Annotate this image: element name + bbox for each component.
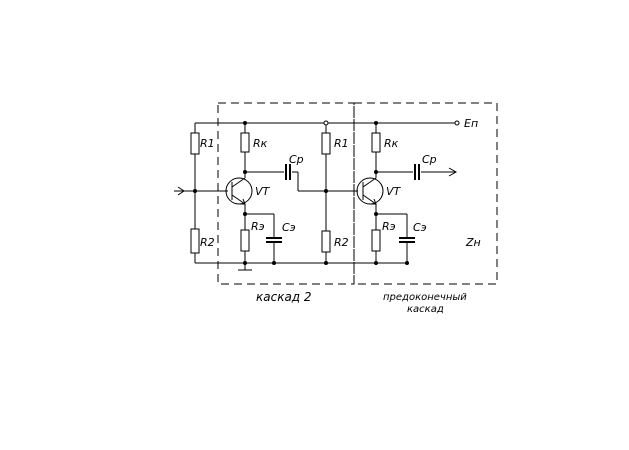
label-load: Zн <box>465 236 481 249</box>
resistor-re-stage1 <box>240 229 250 252</box>
supply-terminal <box>454 120 460 126</box>
transistor-vt-stage2 <box>356 177 384 205</box>
labels: R1 R2 Rк Cр VT Rэ Cэ R1 R2 Rк Cр VT Rэ C… <box>200 117 481 315</box>
label-vt-stage1: VT <box>255 185 271 198</box>
label-supply: Eп <box>464 117 478 130</box>
label-r1-stage1: R1 <box>200 137 215 150</box>
resistor-r2-stage1 <box>190 228 200 254</box>
stage-2 <box>321 120 458 265</box>
label-rk-stage1: Rк <box>253 137 268 150</box>
caption-stage-2: каскад 2 <box>256 290 312 304</box>
caption-pre-final-line1: предоконечный <box>383 292 467 303</box>
stage-1 <box>190 121 358 271</box>
label-re-stage1: Rэ <box>251 220 265 233</box>
label-ce-stage1: Cэ <box>282 221 296 234</box>
label-rk-stage2: Rк <box>384 137 399 150</box>
resistor-re-stage2 <box>371 229 381 252</box>
input-arrow <box>174 186 195 196</box>
label-r2-stage1: R2 <box>200 236 215 249</box>
output-arrow <box>448 167 458 177</box>
label-vt-stage2: VT <box>386 185 402 198</box>
resistor-r2-stage2 <box>321 230 331 253</box>
label-ce-stage2: Cэ <box>413 221 427 234</box>
resistor-r1-stage2 <box>321 132 331 155</box>
resistor-r1-stage1 <box>190 132 200 155</box>
label-cp-stage2: Cр <box>422 153 437 166</box>
label-re-stage2: Rэ <box>382 220 396 233</box>
resistor-rk-stage2 <box>371 132 381 153</box>
resistor-rk-stage1 <box>240 132 250 153</box>
label-r2-stage2: R2 <box>334 236 349 249</box>
stage-2-box <box>217 102 355 285</box>
transistor-vt-stage1 <box>225 177 253 205</box>
stage-boundaries <box>217 102 498 285</box>
label-r1-stage2: R1 <box>334 137 349 150</box>
caption-pre-final-line2: каскад <box>407 304 444 315</box>
label-cp-stage1: Cр <box>289 153 304 166</box>
pre-final-stage-box <box>353 102 498 285</box>
